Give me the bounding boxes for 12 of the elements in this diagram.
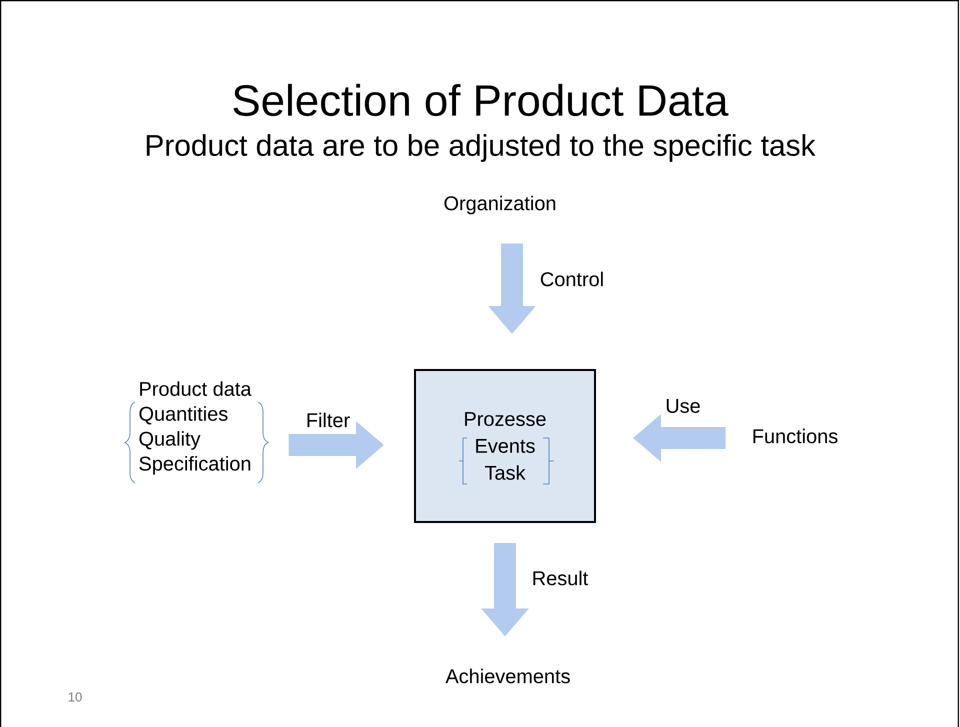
page-number: 10 xyxy=(68,692,82,702)
process-box: Prozesse Events Task xyxy=(414,369,596,523)
edge-label: Use xyxy=(664,398,702,414)
edge-label: Result xyxy=(530,570,590,586)
title: Selection of Product Data xyxy=(233,84,728,116)
node-text: Functions xyxy=(753,428,838,444)
edge-label: Filter xyxy=(304,412,352,428)
node-text: Product data Quantities Quality Specification xyxy=(139,381,252,475)
node-text: Organization xyxy=(444,196,556,214)
node-text: Achievements xyxy=(445,668,570,684)
edge-label: Control xyxy=(538,270,606,288)
slide-subtitle: Product data are to be adjusted to the specific task xyxy=(146,134,816,162)
